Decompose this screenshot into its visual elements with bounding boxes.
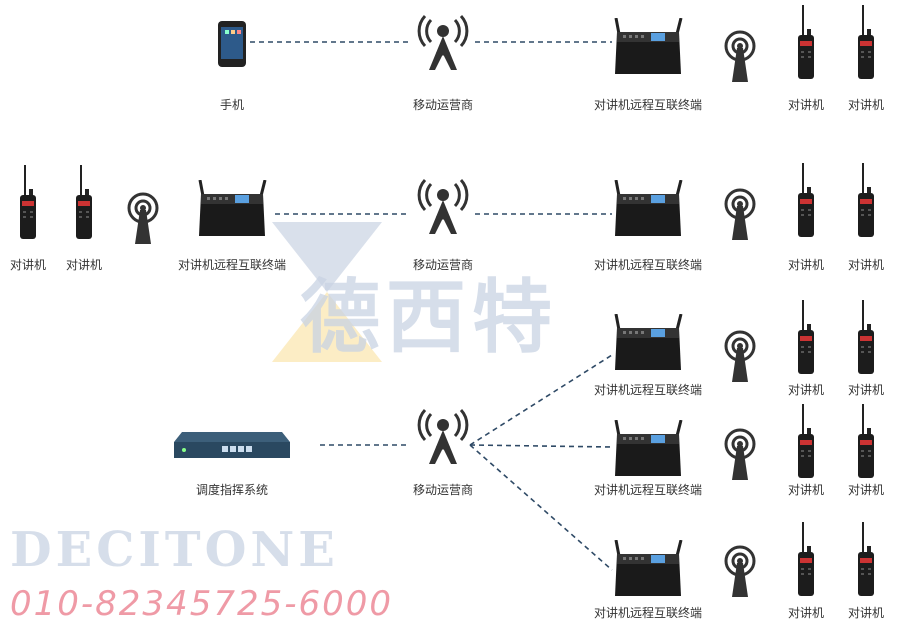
- radio-icon: [795, 5, 817, 85]
- antenna-icon: [722, 188, 758, 244]
- radio-label: 对讲机: [847, 483, 885, 497]
- radio-icon: [795, 300, 817, 380]
- radio-label: 对讲机: [787, 258, 825, 272]
- terminal-icon: [613, 179, 683, 242]
- terminal-icon: [613, 17, 683, 80]
- link-line: [469, 444, 613, 448]
- terminal-icon: [613, 539, 683, 602]
- terminal-label: 对讲机远程互联终端: [593, 258, 703, 272]
- terminal-label: 对讲机远程互联终端: [593, 98, 703, 112]
- radio-label: 对讲机: [847, 383, 885, 397]
- watermark-brand-en: DECITONE: [10, 522, 339, 578]
- terminal-label: 对讲机远程互联终端: [593, 606, 703, 620]
- radio-icon: [855, 163, 877, 243]
- radio-label: 对讲机: [847, 606, 885, 620]
- terminal-icon: [197, 179, 267, 242]
- radio-icon: [795, 404, 817, 484]
- radio-icon: [855, 300, 877, 380]
- radio-icon: [855, 404, 877, 484]
- terminal-label: 对讲机远程互联终端: [593, 383, 703, 397]
- radio-label: 对讲机: [787, 606, 825, 620]
- dispatch-switch-icon: [172, 430, 292, 466]
- carrier-label: 移动运营商: [412, 483, 474, 497]
- antenna-icon: [722, 30, 758, 86]
- watermark-phone: 010-82345725-6000: [10, 584, 394, 624]
- link-line: [469, 444, 613, 571]
- radio-label: 对讲机: [847, 98, 885, 112]
- radio-label: 对讲机: [847, 258, 885, 272]
- terminal-label: 对讲机远程互联终端: [593, 483, 703, 497]
- radio-icon: [73, 165, 95, 245]
- phone-label: 手机: [219, 98, 245, 112]
- antenna-icon: [722, 330, 758, 386]
- radio-label: 对讲机: [787, 383, 825, 397]
- carrier-tower-icon: [413, 408, 473, 468]
- antenna-icon: [722, 545, 758, 601]
- radio-label: 对讲机: [787, 98, 825, 112]
- carrier-tower-icon: [413, 14, 473, 74]
- antenna-icon: [125, 192, 161, 248]
- radio-icon: [17, 165, 39, 245]
- carrier-label: 移动运营商: [412, 98, 474, 112]
- phone-icon: [217, 20, 247, 72]
- watermark-brand-cn: 德西特: [300, 271, 558, 364]
- carrier-label: 移动运营商: [412, 258, 474, 272]
- radio-label: 对讲机: [65, 258, 103, 272]
- radio-icon: [855, 522, 877, 602]
- link-line: [469, 354, 613, 446]
- terminal-label: 对讲机远程互联终端: [177, 258, 287, 272]
- radio-label: 对讲机: [9, 258, 47, 272]
- radio-icon: [795, 163, 817, 243]
- radio-icon: [855, 5, 877, 85]
- carrier-tower-icon: [413, 178, 473, 238]
- radio-icon: [795, 522, 817, 602]
- terminal-icon: [613, 313, 683, 376]
- antenna-icon: [722, 428, 758, 484]
- radio-label: 对讲机: [787, 483, 825, 497]
- dispatch-label: 调度指挥系统: [195, 483, 269, 497]
- terminal-icon: [613, 419, 683, 482]
